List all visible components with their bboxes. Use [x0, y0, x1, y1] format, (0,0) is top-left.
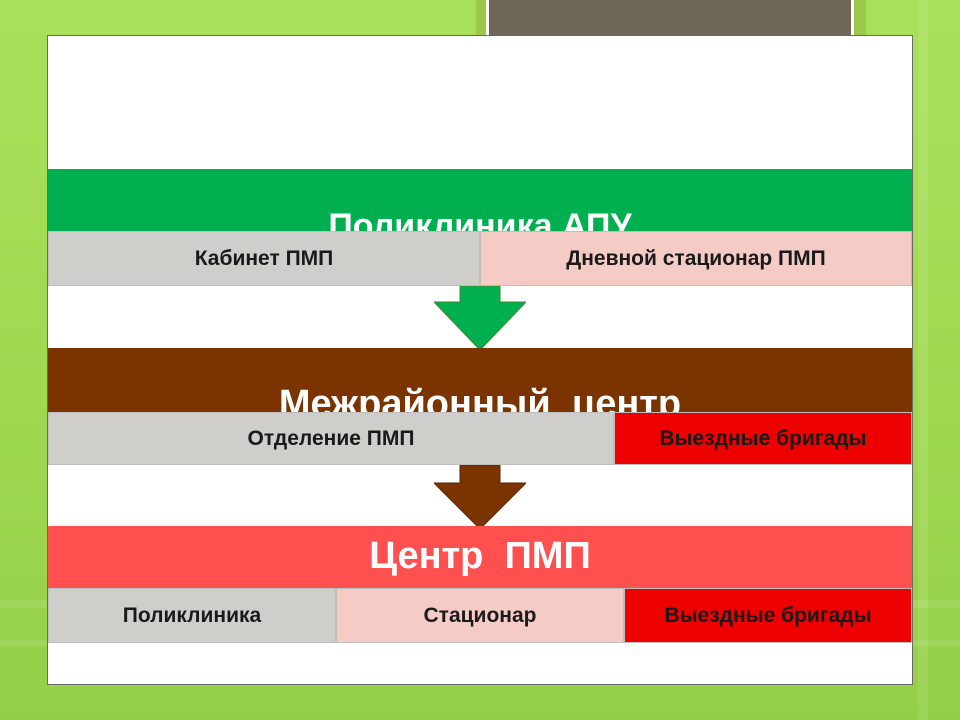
level2-cell-mobile-teams: Выездные бригады: [614, 412, 912, 465]
down-arrow-green-icon: [434, 286, 526, 351]
level1-band: Поликлиника АПУ: [48, 169, 912, 231]
level3-band: Центр ПМП: [48, 526, 912, 588]
level2-title: Межрайонный центр: [278, 383, 682, 412]
level1-cell-cabinet: Кабинет ПМП: [48, 231, 480, 286]
level2-cell-department: Отделение ПМП: [48, 412, 614, 465]
slide: Поликлиника АПУ Кабинет ПМП Дневной стац…: [47, 35, 913, 685]
background-stripe: [918, 0, 928, 720]
level2-band: Межрайонный центр: [48, 348, 912, 412]
level1-row: Кабинет ПМП Дневной стационар ПМП: [48, 231, 912, 286]
level1-title: Поликлиника АПУ: [328, 207, 632, 231]
level3-cell-polyclinic: Поликлиника: [48, 588, 336, 643]
level3-row: Поликлиника Стационар Выездные бригады: [48, 588, 912, 643]
level3-title: Центр ПМП: [369, 535, 591, 577]
level3-cell-hospital: Стационар: [336, 588, 624, 643]
level3-cell-mobile-teams: Выездные бригады: [624, 588, 912, 643]
down-arrow-brown-icon: [434, 465, 526, 530]
level2-row: Отделение ПМП Выездные бригады: [48, 412, 912, 465]
level1-cell-day-hospital: Дневной стационар ПМП: [480, 231, 912, 286]
